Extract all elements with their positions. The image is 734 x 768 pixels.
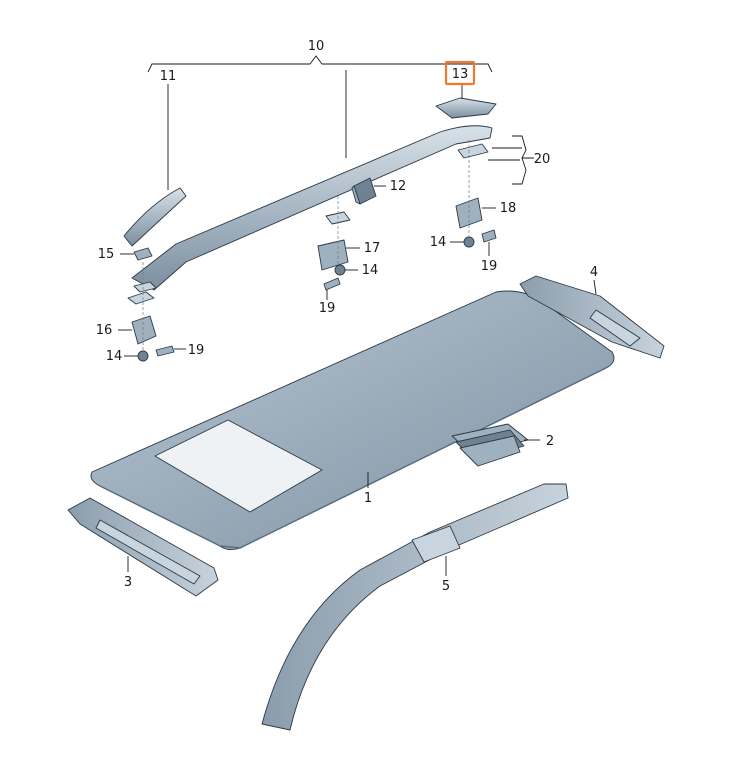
callout-15: 15: [98, 247, 115, 262]
assembly-lines: [142, 140, 470, 356]
rear-cross-member: [519, 275, 665, 359]
callout-13: 13: [452, 67, 469, 82]
rear-rail-cover: [435, 97, 497, 119]
leader-lines: [118, 55, 597, 576]
callout-14-middle: 14: [362, 263, 379, 278]
callout-17: 17: [364, 241, 381, 256]
callout-4: 4: [590, 265, 598, 280]
callout-14-right: 14: [430, 235, 447, 250]
brackets: [127, 143, 497, 362]
highlight-box-13: [444, 60, 476, 86]
rubber-block: [351, 177, 377, 205]
front-rail-cover: [123, 187, 187, 247]
callout-2: 2: [546, 434, 554, 449]
side-frame-rail: [261, 483, 569, 731]
callout-16: 16: [96, 323, 113, 338]
front-cross-member: [67, 497, 219, 597]
callout-10: 10: [308, 39, 325, 54]
roof-bows: [451, 423, 529, 467]
callout-19-right: 19: [481, 259, 498, 274]
callout-1: 1: [364, 491, 372, 506]
roof-rail: [131, 125, 493, 291]
callout-19-middle: 19: [319, 301, 336, 316]
callout-12: 12: [390, 179, 407, 194]
callout-19-left: 19: [188, 343, 205, 358]
callout-11: 11: [160, 69, 177, 84]
callout-labels: 10 11 13 20 12 18 14 19 15 17 14 19 16 1…: [96, 39, 598, 594]
callout-20: 20: [534, 152, 551, 167]
callout-3: 3: [124, 575, 132, 590]
callout-14-left: 14: [106, 349, 123, 364]
callout-18: 18: [500, 201, 517, 216]
callout-5: 5: [442, 579, 450, 594]
